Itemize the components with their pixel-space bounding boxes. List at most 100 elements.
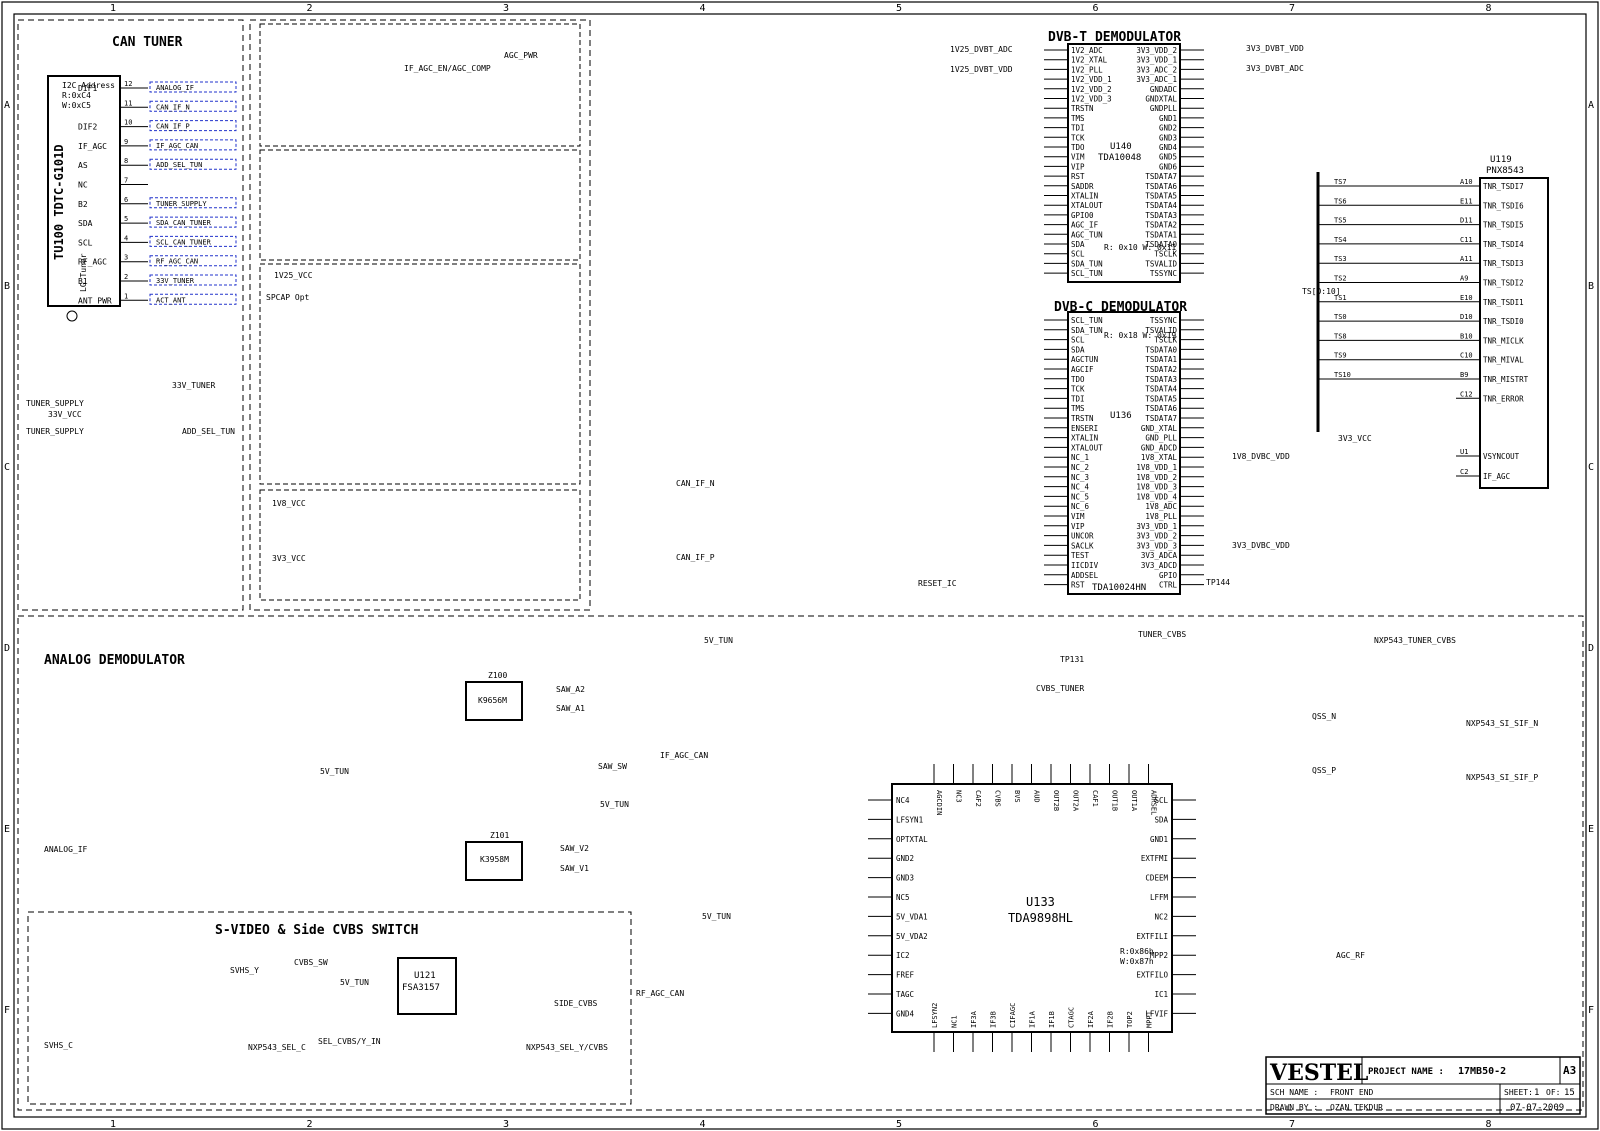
- net-label: 5V_TUN: [600, 800, 629, 809]
- net-label: 1V25_VCC: [274, 271, 313, 280]
- u136-pin-name: GND_ADCD: [1141, 443, 1178, 452]
- u136-pin-name: TRSTN: [1071, 414, 1094, 423]
- u140-pin-name: 3V3_ADC_1: [1136, 75, 1177, 84]
- svideo-title: S-VIDEO & Side CVBS SWITCH: [215, 923, 419, 938]
- tuner-net-label: ADD_SEL_TUN: [156, 161, 202, 169]
- u133-pin-name: LFFM: [1150, 893, 1169, 902]
- u136-pin-name: GND_XTAL: [1141, 424, 1178, 433]
- can-tuner-box: [17, 19, 244, 611]
- tuner-net-label: TUNER_SUPPLY: [156, 200, 207, 208]
- u133-pin-name: BVS: [1013, 790, 1021, 803]
- u119-pin-number: B10: [1460, 332, 1473, 340]
- u133-pin-name: MPP2: [1150, 951, 1168, 960]
- net-label: SVHS_C: [44, 1041, 73, 1050]
- u136-pin-name: AGCIF: [1071, 365, 1094, 374]
- u119-pin-number: A11: [1460, 255, 1473, 263]
- u119-pin-name: IF_AGC: [1483, 472, 1510, 481]
- grid-row-left: D: [4, 643, 10, 654]
- rf-agc-box: [259, 23, 581, 147]
- u136-pin-name: 3V3_VDD_1: [1136, 522, 1177, 531]
- net-label: NXP543_SI_SIF_P: [1466, 773, 1538, 782]
- u119-pin-name: TNR_MIVAL: [1483, 356, 1524, 365]
- analog-box: [17, 615, 1584, 1111]
- u136-pin-name: TMS: [1071, 404, 1085, 413]
- net-label: 5V_TUN: [702, 912, 731, 921]
- u140-pin-name: GND4: [1159, 143, 1178, 152]
- u136-addr: R: 0x18 W: 0x19: [1104, 331, 1176, 340]
- net-label: CAN_IF_P: [676, 553, 715, 562]
- u140-pin-name: 1V2_VDD_2: [1071, 85, 1112, 94]
- u119-pin-name: TNR_TSDI7: [1483, 182, 1524, 191]
- tuner-maker: LG Tuner: [79, 253, 88, 292]
- u136-pin-name: ENSERI: [1071, 424, 1098, 433]
- u140-pin-name: GNDPLL: [1150, 104, 1178, 113]
- analog-title: ANALOG DEMODULATOR: [44, 653, 185, 668]
- u133-pins: NC4LFSYN1OPTXTALGND2GND3NC55V_VDA15V_VDA…: [868, 764, 1196, 1052]
- u136-pin-name: TSSYNC: [1150, 316, 1177, 325]
- u133-pin-name: 5V_VDA1: [896, 912, 928, 921]
- u119-ts-net: TS3: [1334, 255, 1347, 263]
- u133-pin-name: TAGC: [896, 990, 914, 999]
- tuner-net-label: CAN_IF_P: [156, 123, 190, 131]
- u119-pin-name: TNR_ERROR: [1483, 394, 1524, 403]
- tuner-pin-label: ANT_PWR: [78, 296, 112, 305]
- u133-pin-name: OPTXTAL: [896, 835, 928, 844]
- net-label: SAW_V2: [560, 844, 589, 853]
- u119-pin-name: VSYNCOUT: [1483, 452, 1520, 461]
- net-label: NXP543_TUNER_CVBS: [1374, 636, 1456, 645]
- u136-pin-name: 1V8_ADC: [1145, 502, 1177, 511]
- u140-part: TDA10048: [1098, 153, 1141, 163]
- u133-pin-name: EXTFILI: [1136, 932, 1168, 941]
- u119-pin-number: A9: [1460, 275, 1468, 283]
- u119-ref: U119: [1490, 155, 1512, 165]
- u140-pin-name: 3V3_VDD_1: [1136, 56, 1177, 65]
- sheet-size: A3: [1563, 1064, 1576, 1077]
- u133-pin-name: GND2: [896, 854, 914, 863]
- u133-pin-name: SCL: [1154, 796, 1168, 805]
- net-label: CVBS_TUNER: [1036, 684, 1084, 693]
- u133-pin-name: IF1A: [1029, 1010, 1037, 1028]
- u136-pin-name: NC_1: [1071, 453, 1089, 462]
- u140-right-pins: 3V3_VDD_23V3_VDD_13V3_ADC_23V3_ADC_1GNDA…: [1136, 46, 1204, 278]
- inner-frame: [13, 13, 1587, 1118]
- u119-pin-name: TNR_MICLK: [1483, 336, 1524, 345]
- grid-row-left: B: [4, 281, 10, 292]
- grid-col-top: 6: [1093, 3, 1099, 14]
- sheet-date: 07-07-2009: [1510, 1103, 1564, 1113]
- z101-body: [465, 841, 523, 881]
- u136-pin-name: TSCLK: [1154, 336, 1177, 345]
- tuner-pin-number: 2: [124, 273, 128, 281]
- u119-pin-number: C2: [1460, 468, 1468, 476]
- u119-ts-net: TS1: [1334, 294, 1347, 302]
- u140-pin-name: SADDR: [1071, 182, 1094, 191]
- u133-pin-name: TOP2: [1126, 1011, 1134, 1028]
- u133-pin-name: OUT1B: [1111, 790, 1119, 811]
- u119-ts-net: TS10: [1334, 371, 1351, 379]
- u133-pin-name: NC2: [1154, 912, 1168, 921]
- u119-ts-net: TS7: [1334, 178, 1347, 186]
- u133-pin-name: NC5: [896, 893, 910, 902]
- u136-pin-name: ADDSEL: [1071, 571, 1099, 580]
- tuner-net-label: ACT_ANT: [156, 296, 186, 304]
- u140-pin-name: VIP: [1071, 162, 1085, 171]
- net-label: TP144: [1206, 578, 1230, 587]
- net-label: 3V3_VCC: [1338, 434, 1372, 443]
- net-label: TUNER_SUPPLY: [26, 427, 84, 436]
- tuner-pin-number: 1: [124, 292, 128, 300]
- u119-pin-number: C10: [1460, 352, 1473, 360]
- u136-pin-name: 1V8_VDD_2: [1136, 473, 1177, 482]
- tuner-pin-number: 4: [124, 234, 128, 242]
- u140-pin-name: 1V2_XTAL: [1071, 56, 1108, 65]
- u119-pin-name: TNR_TSDI5: [1483, 221, 1524, 230]
- u140-pin-name: SCL_TUN: [1071, 269, 1103, 278]
- u136-body: [1067, 311, 1181, 595]
- z100-ref: Z100: [488, 671, 507, 680]
- u140-pin-name: GND3: [1159, 133, 1177, 142]
- u119-pin-name: TNR_MISTRT: [1483, 375, 1529, 384]
- grid-col-bottom: 3: [503, 1119, 509, 1130]
- u119-pins: TNR_TSDI7A10TS7TNR_TSDI6E11TS6TNR_TSDI5D…: [1318, 178, 1529, 481]
- u140-pin-name: TSSYNC: [1150, 269, 1177, 278]
- company-logo: VESTEL: [1269, 1060, 1368, 1086]
- u119-part: PNX8543: [1486, 166, 1524, 176]
- u119-ts-net: TS5: [1334, 217, 1347, 225]
